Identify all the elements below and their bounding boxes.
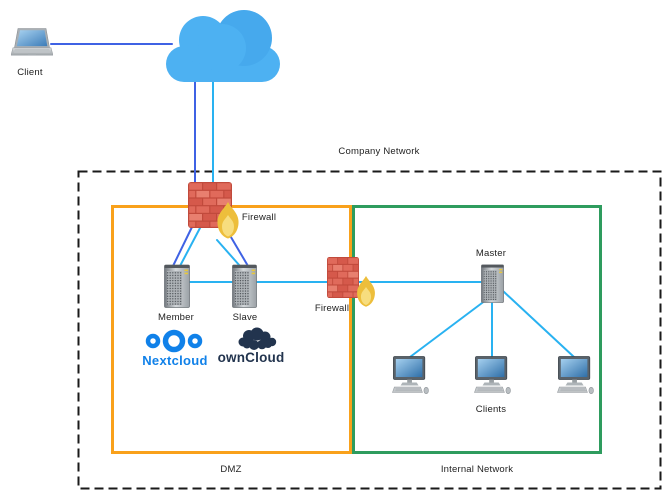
firewall-perimeter-icon	[188, 182, 239, 239]
master-server-label: Master	[475, 248, 507, 259]
connections	[50, 43, 575, 358]
brick-wall-icon	[327, 257, 359, 298]
firewall-2-label: Firewall	[314, 303, 350, 314]
internal-network-boundary	[352, 205, 602, 454]
client-desktop-icon	[392, 356, 429, 395]
client-desktop-icon	[557, 356, 594, 395]
link-master-client1	[409, 299, 487, 358]
slave-server-icon	[232, 264, 257, 308]
client-label: Client	[17, 67, 43, 78]
internet-cloud-icon	[166, 10, 280, 82]
link-firewall-member-1	[172, 226, 193, 267]
owncloud-wordmark: ownCloud	[217, 350, 285, 365]
clients-label: Clients	[475, 404, 507, 415]
dmz-label: DMZ	[220, 464, 242, 475]
link-master-client3	[502, 290, 575, 358]
link-firewall-member-2	[179, 227, 201, 267]
slave-server-label: Slave	[232, 312, 258, 323]
member-server-label: Member	[157, 312, 195, 323]
flame-icon	[357, 276, 375, 307]
owncloud-logo-icon	[238, 327, 277, 350]
internal-network-label: Internal Network	[440, 464, 514, 475]
link-firewall-slave-1	[216, 239, 241, 267]
client-desktop-icon	[474, 356, 511, 395]
member-server-icon	[164, 264, 190, 308]
client-laptop-icon	[11, 28, 53, 56]
nextcloud-wordmark: Nextcloud	[142, 353, 208, 368]
company-network-label: Company Network	[338, 146, 420, 157]
company-network-boundary	[77, 170, 662, 490]
master-server-icon	[481, 264, 504, 303]
firewall-1-label: Firewall	[241, 212, 277, 223]
dmz-boundary	[111, 205, 352, 454]
nextcloud-logo-icon	[145, 329, 203, 353]
